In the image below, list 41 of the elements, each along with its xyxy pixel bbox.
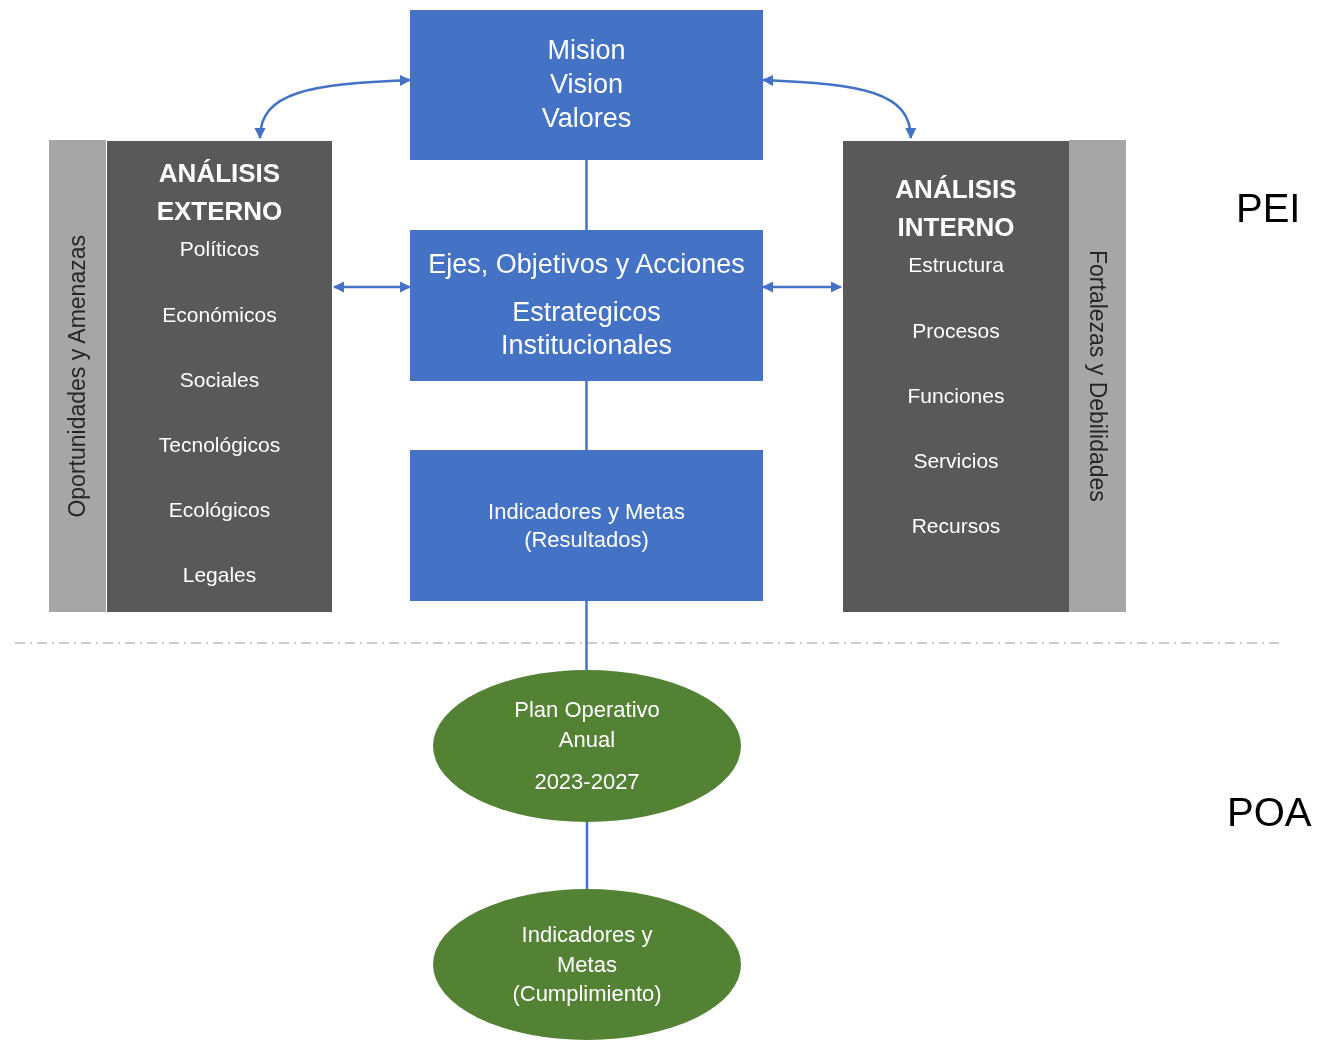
connector-line [585,381,588,450]
box-text: Indicadores y Metas (Resultados) [487,498,686,553]
panel-item: Procesos [912,317,1000,343]
process-box [410,230,763,381]
panel-item: Políticos [179,236,260,262]
box-text: Ejes, Objetivos y Acciones [428,247,745,281]
side-bar [1069,140,1126,612]
ellipse-text: 2023-2027 [534,767,640,796]
process-box [410,450,763,601]
box-text: Vision [549,68,624,102]
analysis-panel [843,141,1069,612]
panel-item: Legales [182,562,257,588]
section-label: POA [1227,790,1312,835]
section-label: PEI [1236,186,1301,231]
panel-item: Funciones [907,382,1005,408]
vertical-label: Fortalezas y Debilidades [1084,250,1111,502]
box-text: Valores [541,101,632,135]
vertical-label: Oportunidades y Amenazas [64,234,91,518]
connector-line [585,601,588,670]
panel-item: Recursos [911,513,1001,539]
ellipse-text: Plan Operativo Anual [513,696,661,755]
panel-item: Ecológicos [168,497,271,523]
panel-heading: ANÁLISIS EXTERNO [155,157,284,228]
panel-item: Económicos [162,301,277,327]
ellipse-node [433,670,741,822]
panel-item: Sociales [179,366,260,392]
panel-item: Estructura [908,252,1004,278]
arrow [255,74,412,140]
connector-line [585,822,589,889]
panel-item: Servicios [913,447,999,474]
ellipse-text: Indicadores y Metas (Cumplimiento) [511,920,663,1009]
box-text: Mision [547,34,626,68]
side-bar [49,140,106,612]
connector-line [585,160,588,230]
ellipse-node [433,889,741,1040]
panel-item: Tecnológicos [158,431,281,458]
arrow [332,281,412,293]
box-text: Estrategicos Institucionales [499,295,674,363]
analysis-panel [107,141,332,612]
panel-heading: ANÁLISIS INTERNO [894,173,1018,244]
process-box [410,10,763,160]
